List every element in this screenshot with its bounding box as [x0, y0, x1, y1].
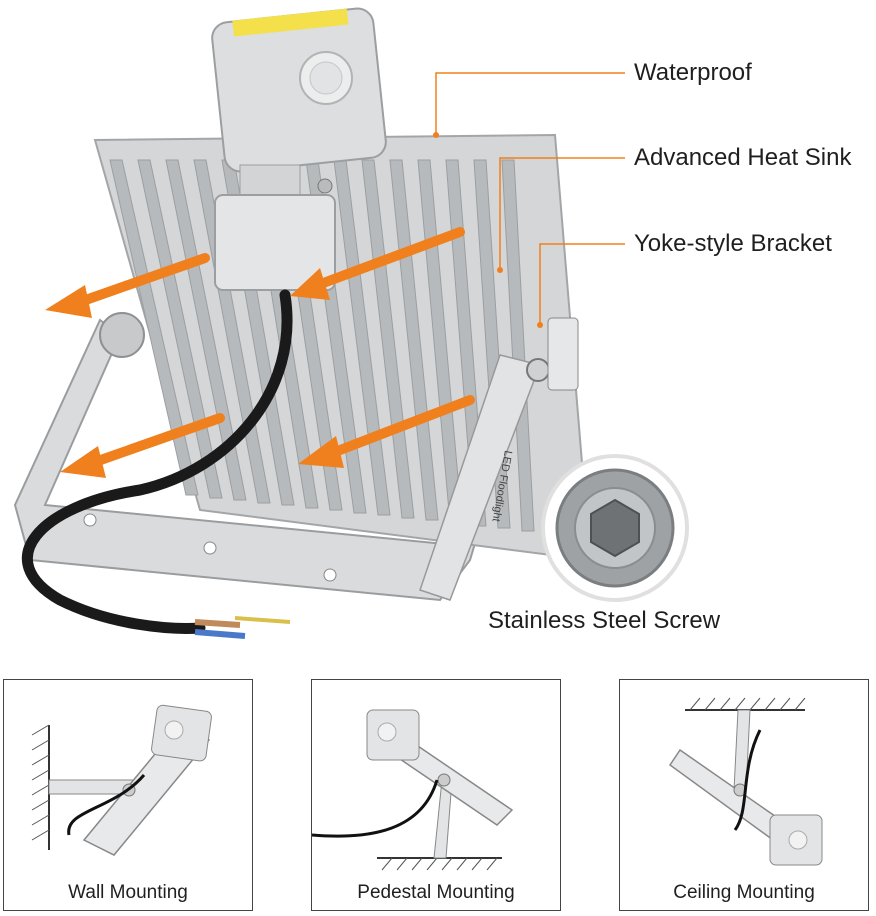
- caption-wall-mounting: Wall Mounting: [68, 882, 188, 903]
- callout-lines: [435, 72, 625, 325]
- bracket-arm-right: [419, 354, 542, 601]
- callout-heat-sink: Advanced Heat Sink: [634, 144, 852, 171]
- caption-pedestal-mounting: Pedestal Mounting: [357, 882, 515, 903]
- power-cable: [22, 289, 293, 634]
- bracket-pivot-left: [99, 312, 145, 358]
- pedestal-mount-diagram: [312, 709, 514, 871]
- panel-wall-mounting: Wall Mounting: [3, 679, 253, 911]
- caption-ceiling-mounting: Ceiling Mounting: [673, 882, 815, 903]
- junction-box: [214, 194, 336, 291]
- callout-screw: Stainless Steel Screw: [488, 607, 721, 634]
- airflow-arrows: [45, 227, 475, 478]
- panel-ceiling-mounting: Ceiling Mounting: [619, 679, 869, 911]
- panel-pedestal-mounting: Pedestal Mounting: [311, 679, 561, 911]
- callout-waterproof: Waterproof: [634, 59, 752, 86]
- callout-bracket: Yoke-style Bracket: [634, 230, 832, 257]
- wall-mount-diagram: [31, 704, 212, 856]
- floodlight-illustration: LED Floodlight: [13, 7, 689, 639]
- hex-socket: [590, 498, 640, 558]
- ceiling-mount-diagram: [668, 697, 823, 866]
